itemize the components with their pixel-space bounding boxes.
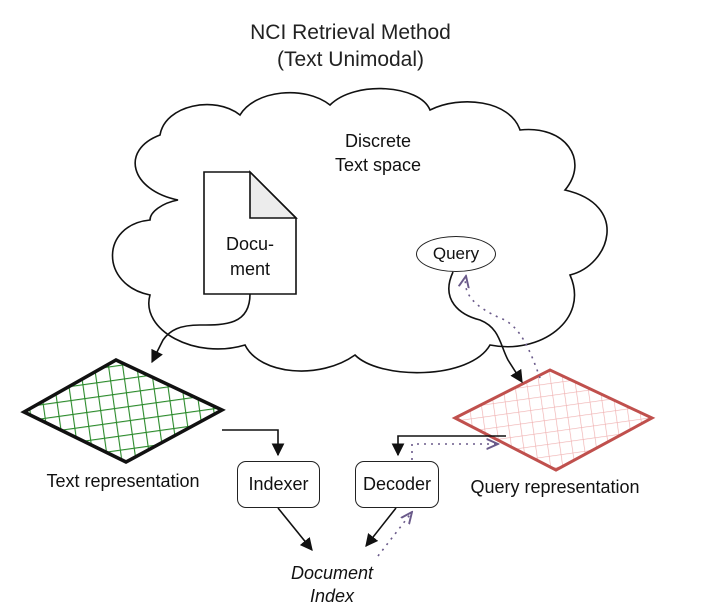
document-index-label-line2: Index	[309, 586, 355, 606]
text-rep-to-indexer-arrow	[222, 429, 285, 457]
query-rep-to-decoder-arrow	[391, 435, 506, 457]
document-to-text-rep-arrow	[151, 293, 251, 364]
cloud-label-line2: Text space	[334, 155, 422, 175]
indexer-label: Indexer	[248, 474, 309, 494]
document-label-line2: ment	[229, 259, 271, 279]
query-representation-shape	[451, 368, 656, 472]
text-representation-shape	[20, 358, 226, 464]
text-representation-label: Text representation	[46, 471, 200, 491]
query-label: Query	[432, 244, 480, 263]
dotted-return-index-to-decoder	[377, 512, 412, 557]
indexer-box: Indexer	[237, 461, 320, 508]
document-index-label-line1: Document	[290, 563, 374, 583]
decoder-box: Decoder	[355, 461, 439, 508]
decoder-to-index-arrow	[365, 507, 397, 548]
diagram-title-line1: NCI Retrieval Method	[250, 21, 451, 44]
cloud-label-line1: Discrete	[344, 131, 411, 151]
document-label-line1: Docu-	[225, 234, 274, 254]
decoder-label: Decoder	[362, 474, 432, 494]
text-space-cloud	[111, 87, 608, 374]
query-node: Query	[416, 236, 496, 272]
document-fold	[249, 170, 298, 219]
query-to-query-rep-arrow	[448, 271, 523, 384]
dotted-return-decoder-to-query-rep	[411, 444, 498, 460]
query-representation-label: Query representation	[470, 477, 640, 497]
diagram-title-line2: (Text Unimodal)	[276, 48, 425, 71]
indexer-to-index-arrow	[277, 507, 313, 551]
